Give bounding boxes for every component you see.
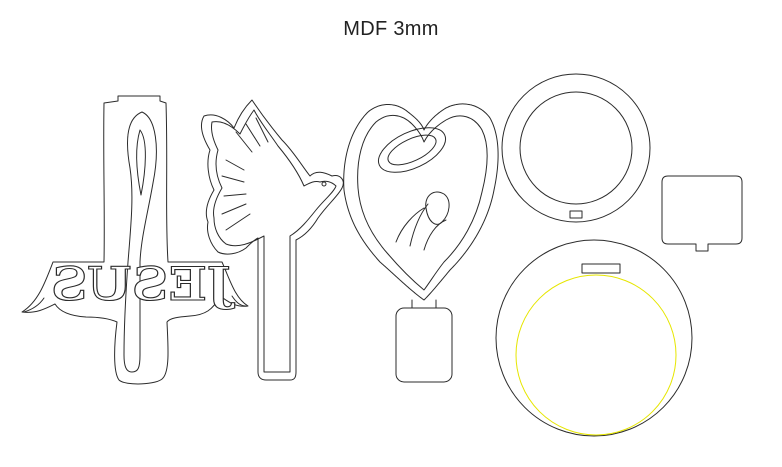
cross-inner-loop xyxy=(123,111,157,373)
heart-inner-outline xyxy=(357,115,488,291)
cross-outline xyxy=(21,95,249,385)
vase-body xyxy=(395,307,453,383)
small-ring-slot xyxy=(569,210,583,219)
large-disc-outer xyxy=(495,239,693,437)
small-ring-piece xyxy=(501,73,651,223)
small-ring-inner xyxy=(519,91,633,205)
dove-inner-outline xyxy=(211,109,337,373)
figure-head xyxy=(425,191,450,225)
figure-stem xyxy=(395,203,447,251)
tab-plate-outline xyxy=(661,175,743,252)
halo-inner xyxy=(387,134,437,166)
cross-left-flourish xyxy=(23,297,45,313)
dove-outline xyxy=(201,99,344,381)
cross-right-flourish xyxy=(231,295,247,307)
page-title: MDF 3mm xyxy=(343,18,439,40)
heart-piece xyxy=(343,103,499,383)
cross-inner-loop-hole xyxy=(136,129,146,196)
large-disc-slot xyxy=(581,263,621,274)
cross-jesus-piece: JESUS xyxy=(21,95,249,385)
vase-neck xyxy=(411,299,437,309)
large-disc-yellow-guide xyxy=(515,274,677,436)
small-ring-outer xyxy=(501,73,651,223)
large-disc-piece xyxy=(495,239,693,437)
halo-outer xyxy=(377,127,447,173)
heart-beaded-outline xyxy=(343,103,499,301)
dove-eye xyxy=(321,181,327,187)
tab-plate-piece xyxy=(661,175,743,252)
dove-wing-lines xyxy=(221,117,269,231)
jesus-lettering: JESUS xyxy=(51,257,235,311)
dove-piece xyxy=(201,99,344,381)
